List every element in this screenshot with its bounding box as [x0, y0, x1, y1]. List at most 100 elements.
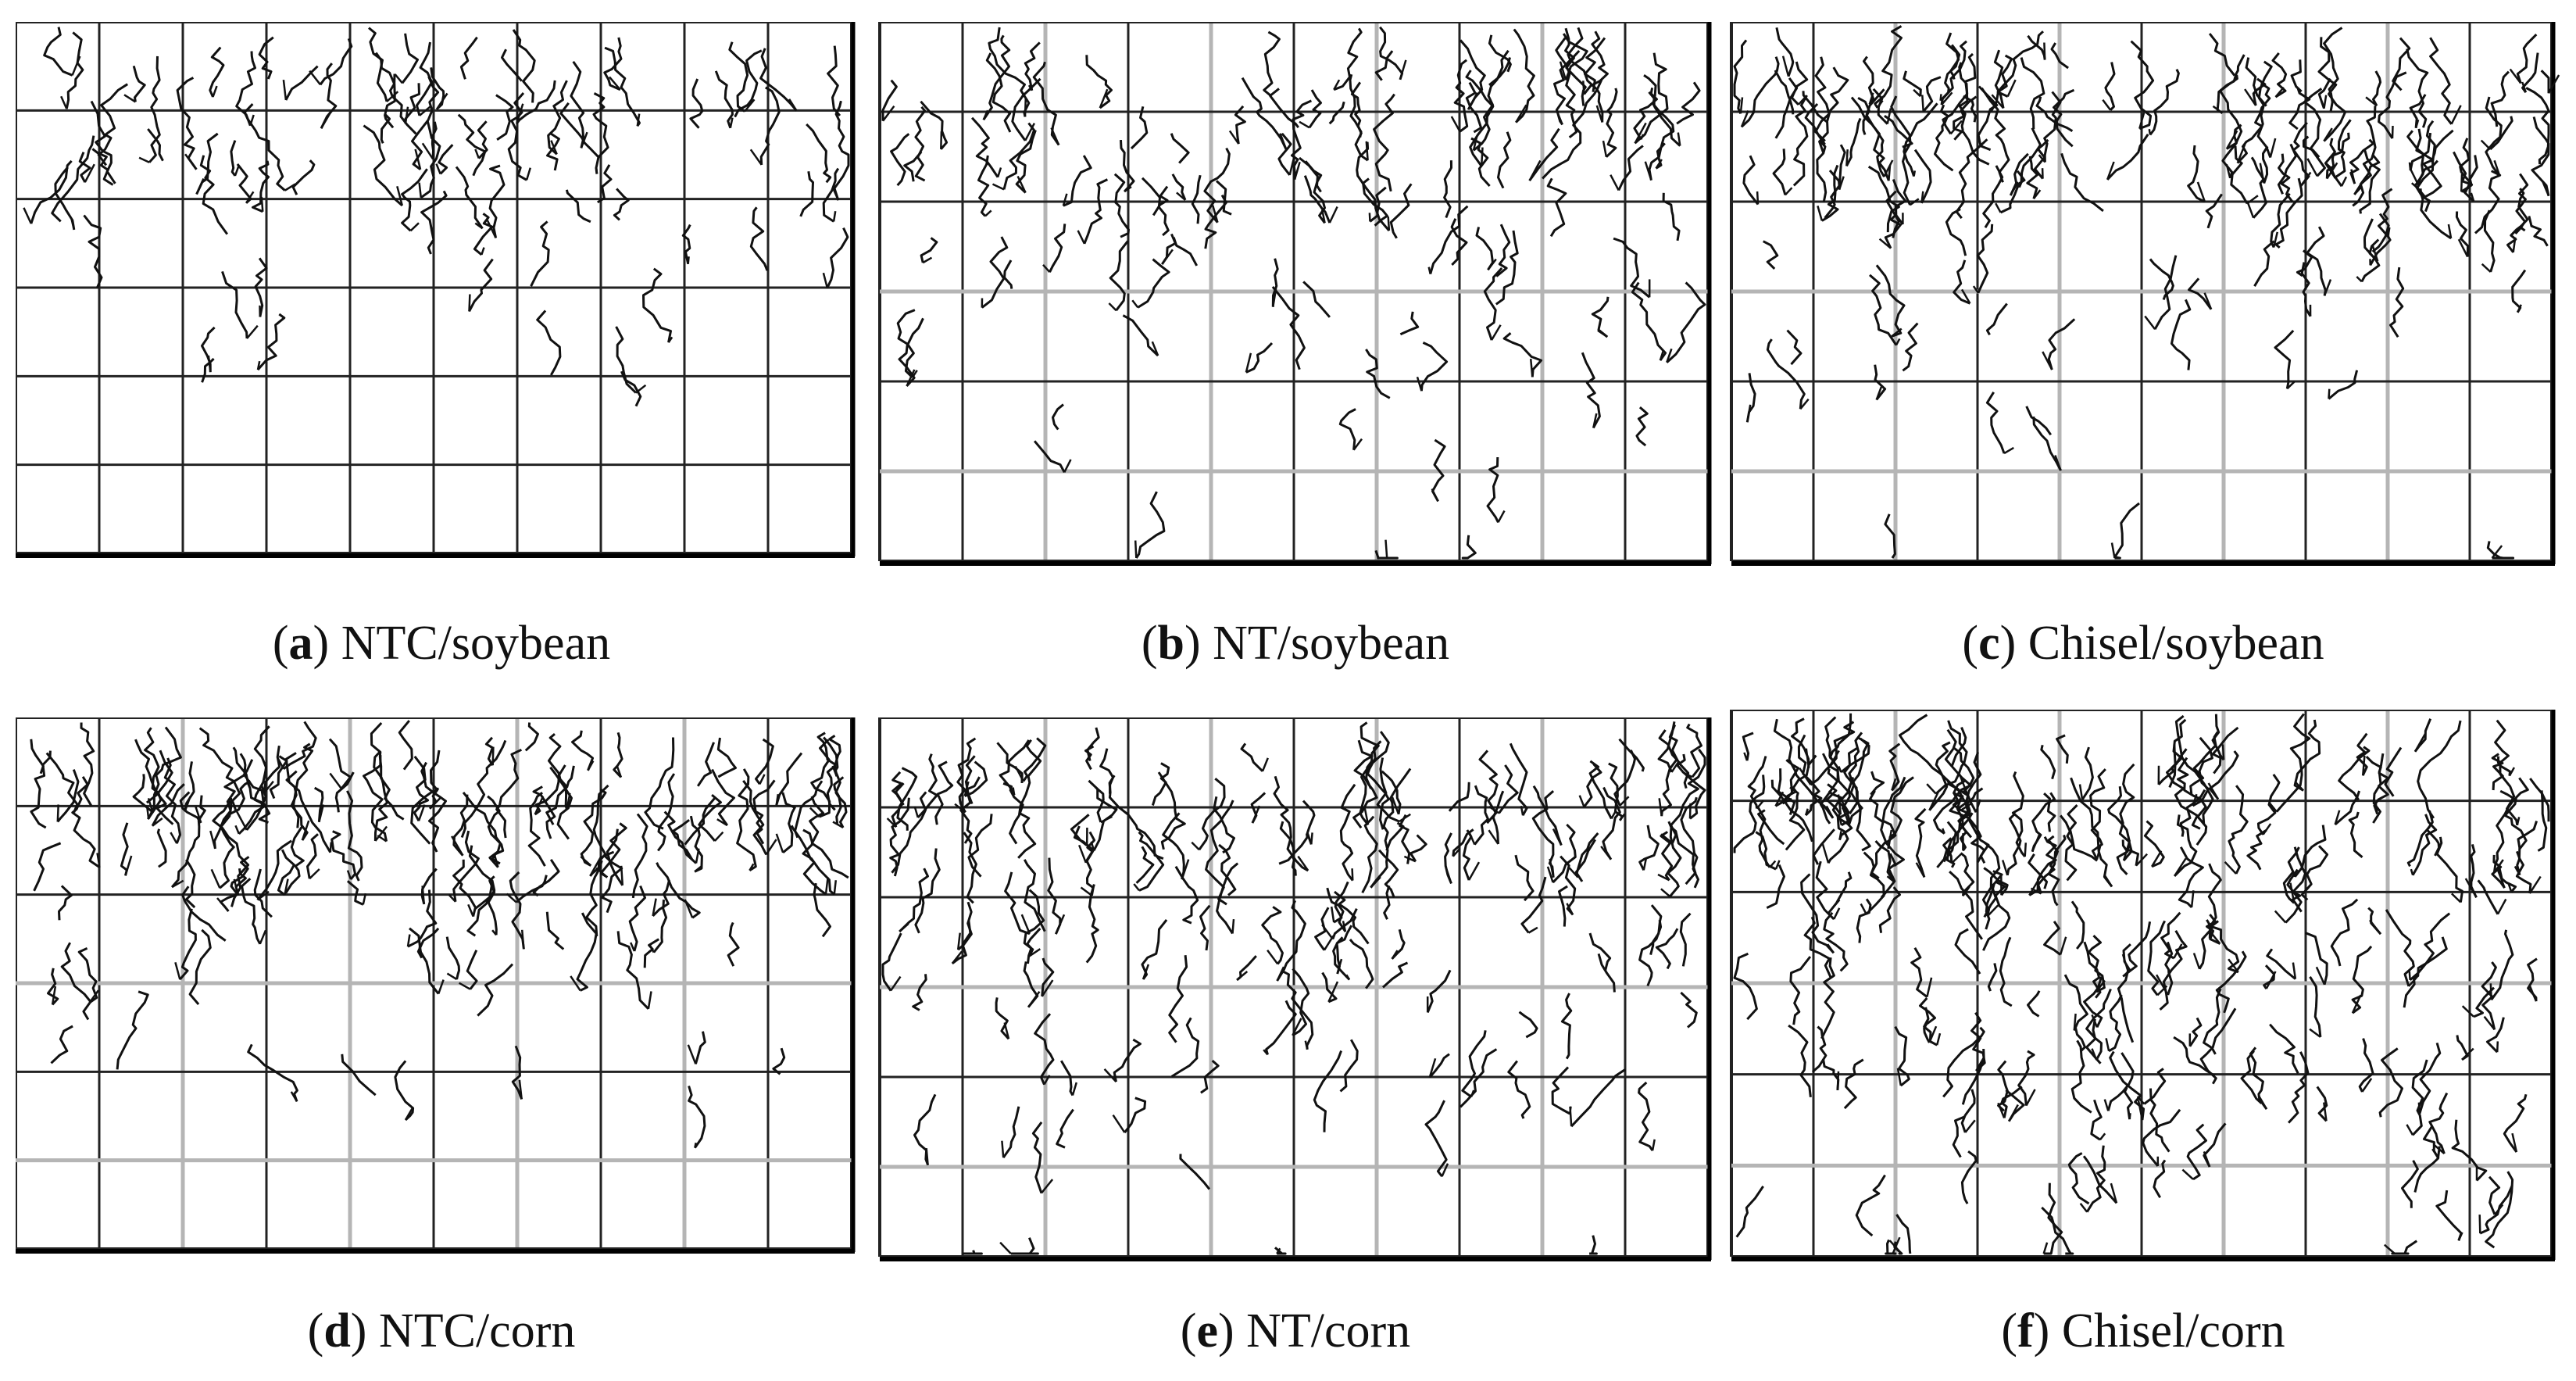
root-branch	[70, 219, 76, 231]
root-branch	[2025, 1089, 2036, 1107]
root-strand	[2413, 1146, 2441, 1193]
root-branch	[589, 855, 602, 877]
root-strand	[1204, 194, 1227, 249]
root-strand	[2416, 120, 2436, 189]
root-branch	[1610, 174, 1620, 191]
root-branch	[956, 932, 961, 950]
root-branch	[1986, 904, 1999, 918]
root-branch	[2095, 846, 2102, 860]
root-strand	[258, 36, 274, 80]
root-branch	[1746, 404, 1752, 423]
root-strand	[2292, 121, 2310, 188]
root-strand	[1772, 148, 1787, 195]
root-strand	[2063, 974, 2088, 1032]
root-strand	[912, 974, 927, 1011]
root-branch	[1681, 771, 1693, 778]
root-strand	[1812, 828, 1835, 865]
root-strand	[2186, 1123, 2207, 1181]
root-strand	[1170, 133, 1190, 164]
root-strand	[1495, 230, 1519, 306]
root-branch	[1883, 159, 1894, 177]
root-strand	[1399, 814, 1411, 864]
root-strand	[1747, 756, 1767, 809]
root-strand	[1588, 932, 1612, 971]
root-branch	[1951, 853, 1963, 864]
root-branch	[458, 982, 471, 990]
root-branch	[138, 156, 150, 163]
root-branch	[2460, 174, 2463, 192]
root-strand	[1365, 349, 1391, 399]
root-strand	[1797, 734, 1823, 817]
root-strand	[1198, 778, 1226, 851]
root-branch	[1024, 98, 1027, 117]
root-strand	[416, 41, 434, 116]
root-strand	[438, 144, 454, 175]
root-branch	[1124, 185, 1132, 193]
root-branch	[2208, 929, 2221, 945]
root-branch	[1328, 206, 1338, 224]
root-branch	[2306, 158, 2318, 177]
root-branch	[1827, 943, 1835, 953]
root-branch	[2361, 1078, 2373, 1093]
root-strand	[330, 830, 356, 881]
root-strand	[2325, 132, 2350, 179]
root-branch	[1813, 129, 1826, 142]
root-strand	[462, 791, 502, 868]
root-strand	[1608, 762, 1624, 821]
root-strand	[1733, 39, 1748, 115]
root-strand	[2203, 988, 2222, 1055]
root-strand	[2290, 59, 2303, 93]
root-strand	[2271, 52, 2288, 98]
root-strand	[759, 86, 781, 165]
root-strand	[2017, 1050, 2035, 1106]
root-branch	[260, 196, 264, 212]
root-strand	[2531, 116, 2550, 197]
root-strand	[1513, 28, 1535, 123]
root-branch	[1020, 914, 1031, 935]
root-strand	[1459, 39, 1486, 110]
root-strand	[671, 818, 694, 860]
root-strand	[2164, 941, 2174, 996]
root-strand	[33, 842, 62, 892]
root-branch	[1555, 109, 1563, 125]
root-strand	[1269, 88, 1299, 129]
root-strand	[2365, 756, 2382, 824]
root-strand	[1763, 240, 1779, 270]
root-branch	[520, 929, 525, 950]
root-strand	[2047, 835, 2067, 907]
root-strand	[1757, 807, 1771, 868]
root-branch	[290, 1091, 298, 1103]
root-strand	[2274, 177, 2303, 249]
root-strand	[1462, 829, 1473, 881]
root-strand	[1757, 809, 1785, 846]
root-strand	[559, 102, 600, 174]
root-strand	[1562, 33, 1588, 80]
root-strand	[30, 739, 45, 775]
root-strand	[1152, 185, 1169, 216]
root-strand	[2418, 1042, 2442, 1114]
root-strand	[2082, 1155, 2118, 1204]
root-branch	[1131, 299, 1139, 309]
root-strand	[1063, 155, 1092, 207]
root-branch	[1756, 191, 1760, 205]
root-strand	[2293, 719, 2321, 792]
root-strand	[2028, 835, 2057, 896]
root-branch	[418, 182, 423, 198]
root-branch	[1891, 327, 1903, 338]
root-branch	[2290, 867, 2296, 878]
root-strand	[1815, 860, 1835, 921]
root-strand	[1789, 956, 1812, 1025]
root-strand	[2453, 151, 2474, 194]
root-branch	[1926, 783, 1937, 795]
root-branch	[417, 804, 426, 821]
root-strand	[2486, 541, 2515, 560]
root-strand	[328, 738, 352, 790]
root-strand	[455, 166, 484, 230]
root-branch	[1441, 1163, 1449, 1177]
root-strand	[1334, 890, 1370, 945]
root-branch	[636, 113, 641, 127]
root-branch	[1860, 903, 1867, 915]
root-strand	[1617, 145, 1644, 191]
root-branch	[635, 384, 647, 394]
root-strand	[652, 879, 671, 918]
